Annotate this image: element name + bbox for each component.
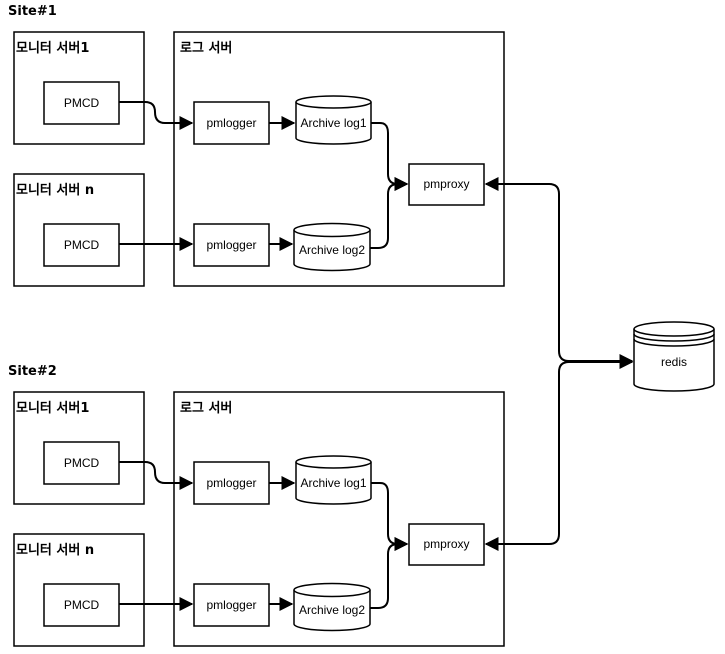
pmlogger-label: pmlogger <box>206 116 256 130</box>
site-label: Site#2 <box>8 364 57 379</box>
pmcd-label: PMCD <box>64 238 100 252</box>
pmlogger-node <box>193 461 270 505</box>
monitor-server-title: 모니터 서버 n <box>16 182 94 198</box>
edge-pmcd-to-pmlogger <box>119 461 194 490</box>
edge-archive-to-pmproxy <box>371 482 409 551</box>
archive-cylinder: Archive log2 <box>293 582 371 632</box>
log-server: 로그 서버 pmlogger pmlogger Archive log1 Arc… <box>173 391 505 647</box>
pmlogger-node <box>193 223 270 267</box>
pmlogger-node <box>193 101 270 145</box>
edge-archive-to-pmproxy <box>371 122 409 191</box>
pmlogger-label: pmlogger <box>206 238 256 252</box>
pmproxy-label: pmproxy <box>423 177 469 191</box>
archive-cylinder: Archive log1 <box>295 455 372 505</box>
pmproxy-node <box>408 163 485 206</box>
archive-label: Archive log2 <box>299 243 365 257</box>
edge-archive-to-pmproxy <box>370 537 409 609</box>
pmcd-label: PMCD <box>64 598 100 612</box>
redis-label: redis <box>661 355 687 369</box>
monitor-server-n: 모니터 서버 n PMCD <box>13 173 145 287</box>
monitor-server-n: 모니터 서버 n PMCD <box>13 533 145 647</box>
monitor-server-1: 모니터 서버1 PMCD <box>13 31 145 145</box>
monitor-server-1: 모니터 서버1 PMCD <box>13 391 145 505</box>
archive-label: Archive log2 <box>299 603 365 617</box>
edge-pmcd-to-pmlogger <box>119 101 194 130</box>
pmproxy-label: pmproxy <box>423 537 469 551</box>
archive-cylinder: Archive log1 <box>295 95 372 145</box>
pmcd-node <box>43 81 120 125</box>
edge-pmproxy-redis <box>484 177 634 368</box>
archive-label: Archive log1 <box>300 476 366 490</box>
pmproxy-node <box>408 523 485 566</box>
site-2: Site#2 모니터 서버1 PMCD 모니터 서버 n PMCD 로그 서버 … <box>8 364 505 647</box>
pmcd-label: PMCD <box>64 96 100 110</box>
pmlogger-label: pmlogger <box>206 598 256 612</box>
monitor-server-title: 모니터 서버1 <box>16 40 89 56</box>
log-server-title: 로그 서버 <box>180 40 232 56</box>
monitor-server-title: 모니터 서버1 <box>16 400 89 416</box>
pmlogger-label: pmlogger <box>206 476 256 490</box>
site-label: Site#1 <box>8 4 57 19</box>
pmcd-node <box>43 441 120 485</box>
archive-cylinder: Archive log2 <box>293 222 371 272</box>
log-server-title: 로그 서버 <box>180 400 232 416</box>
edge-archive-to-pmproxy <box>370 177 409 249</box>
edge-pmproxy-redis <box>484 355 634 551</box>
pmcd-node <box>43 583 120 627</box>
monitor-server-title: 모니터 서버 n <box>16 542 94 558</box>
site-1: Site#1 모니터 서버1 PMCD 모니터 서버 n PMCD 로그 서버 … <box>8 4 505 287</box>
archive-label: Archive log1 <box>300 116 366 130</box>
redis-datastore: redis <box>633 321 715 392</box>
pmcd-label: PMCD <box>64 456 100 470</box>
log-server: 로그 서버 pmlogger pmlogger Archive log1 Arc… <box>173 31 505 287</box>
